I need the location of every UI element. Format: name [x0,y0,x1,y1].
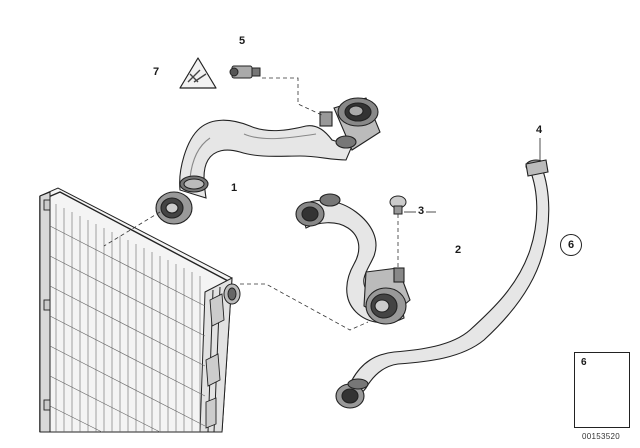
clamp-inset-box [574,352,630,428]
radiator-mounts [43,199,225,429]
lower-hose-leader [240,283,369,331]
callout-warning-label: 7 [153,66,160,78]
radiator-core [49,204,206,433]
inset-label: 6 [581,357,587,368]
lower-radiator-hose [295,193,411,325]
callout-upper-hose: 1 [231,182,238,194]
callout-clamp-circle: 6 [560,234,582,256]
upper-hose-leader [103,211,161,247]
expansion-hose [335,159,550,409]
callout-temperature-sensor: 5 [239,35,246,47]
warning-label [179,57,217,89]
reference-id: 00153520 [582,432,620,441]
sensor-leader [262,77,325,117]
callout-lower-hose: 2 [455,244,462,256]
temperature-sensor [229,65,261,79]
callout-expansion-hose: 4 [536,124,543,136]
bleeder-screw [389,195,407,215]
upper-radiator-hose [155,97,381,225]
callout-leaders [404,138,541,213]
callout-bleeder-screw: 3 [418,205,425,217]
radiator-outlet [223,283,241,305]
